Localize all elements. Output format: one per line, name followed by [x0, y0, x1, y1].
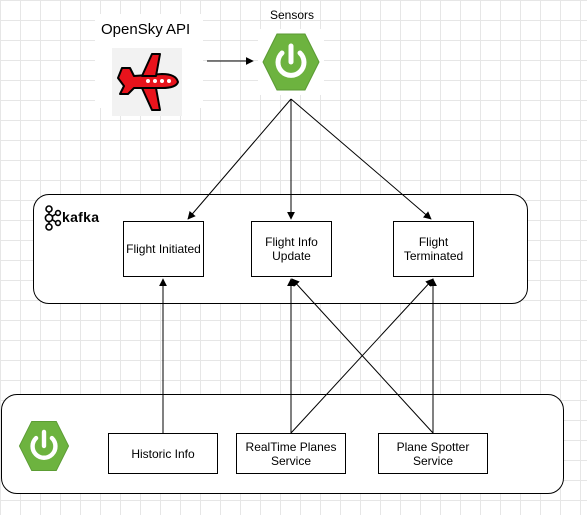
- spring-power-icon: [15, 417, 73, 475]
- service-plane-spotter: Plane Spotter Service: [378, 433, 488, 474]
- sensors-label: Sensors: [270, 8, 315, 22]
- kafka-logo-icon: [44, 205, 62, 231]
- kafka-logo: kafka: [42, 205, 102, 231]
- arrow-sensors-to-flight-initiated: [187, 98, 292, 220]
- service-realtime-planes: RealTime Planes Service: [236, 433, 346, 474]
- service-label: RealTime Planes Service: [245, 439, 337, 468]
- topic-flight-terminated: Flight Terminated: [393, 221, 474, 277]
- service-label: Historic Info: [131, 446, 195, 461]
- red-airplane-icon: [112, 48, 182, 116]
- topic-label: Flight Info Update: [265, 235, 318, 263]
- topic-label: Flight Terminated: [403, 235, 464, 263]
- opensky-api-label: OpenSky API: [101, 21, 191, 38]
- service-historic-info: Historic Info: [108, 433, 218, 474]
- arrow-sensors-to-flight-terminated: [290, 98, 432, 220]
- kafka-logo-text: kafka: [62, 209, 100, 225]
- topic-flight-info-update: Flight Info Update: [251, 221, 332, 277]
- spring-power-icon: [258, 29, 324, 95]
- topic-label: Flight Initiated: [126, 242, 201, 256]
- arrow-spotter-to-flight-info-update: [291, 278, 434, 434]
- opensky-api-source: OpenSky API: [95, 14, 203, 116]
- topic-flight-initiated: Flight Initiated: [123, 221, 204, 277]
- service-label: Plane Spotter Service: [396, 439, 470, 468]
